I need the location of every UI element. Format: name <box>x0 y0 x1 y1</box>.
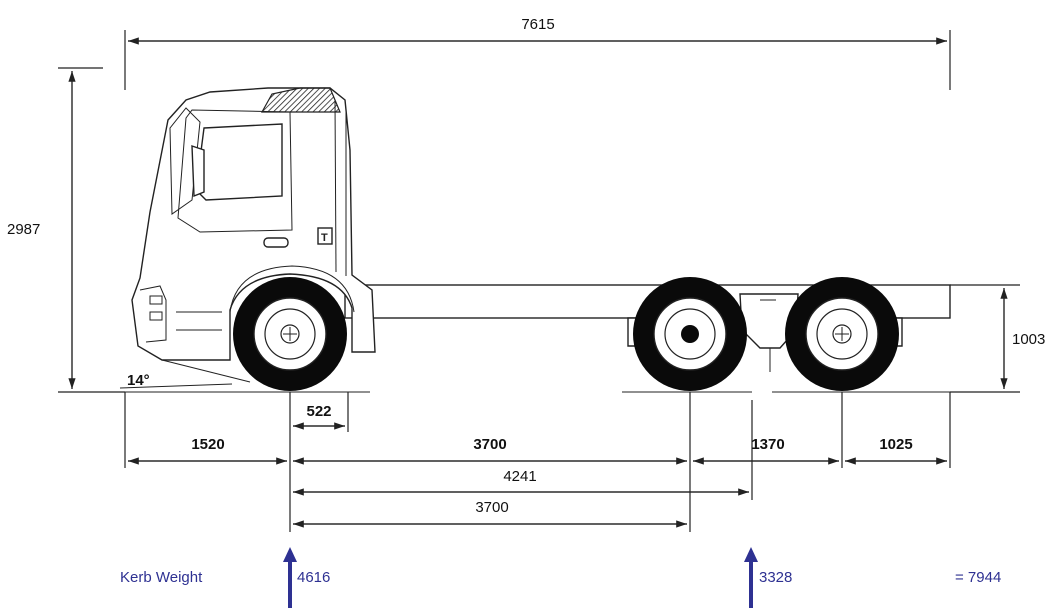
front-axle-weight-arrow-icon <box>283 547 297 608</box>
extension-lines <box>124 392 951 532</box>
roof-deflector <box>260 87 341 113</box>
frame-height-dimension: 1003 <box>950 284 1045 393</box>
t-badge <box>317 227 333 245</box>
overall-length-dimension: 7615 <box>124 16 951 90</box>
rear-wheel-1 <box>633 277 747 391</box>
front-to-first-rear-axle-dimension: 3700 <box>293 499 687 528</box>
front-axle-offset-dimension: 522 <box>293 403 345 430</box>
front-to-bogie-label: 4241 <box>503 468 536 485</box>
front-overhang-label: 1520 <box>191 436 224 453</box>
front-axle-offset-label: 522 <box>306 403 331 420</box>
svg-text:T: T <box>321 232 328 244</box>
kerb-weight-label: Kerb Weight <box>120 569 203 586</box>
overall-length-label: 7615 <box>521 16 554 33</box>
kerb-weight-row: Kerb Weight 4616 3328 = 7944 <box>120 547 1001 608</box>
rear-bogie-weight-arrow-icon <box>744 547 758 608</box>
frame-height-label: 1003 <box>1012 331 1045 348</box>
cab-window <box>195 123 283 201</box>
rear-bogie-weight: 3328 <box>759 569 792 586</box>
front-axle-weight: 4616 <box>297 569 330 586</box>
rear-wheel-2 <box>785 277 899 391</box>
segment-dimensions: 1520 3700 1370 1025 <box>128 436 947 465</box>
approach-angle-label: 14° <box>127 372 150 389</box>
rear-axle-spread-label: 1370 <box>751 436 784 453</box>
overall-height-label: 2987 <box>7 221 40 238</box>
overall-height-dimension: 2987 <box>7 67 125 393</box>
front-to-bogie-dimension: 4241 <box>293 468 749 496</box>
rear-overhang-label: 1025 <box>879 436 912 453</box>
total-weight: = 7944 <box>955 569 1001 586</box>
front-wheel <box>233 277 347 391</box>
front-to-first-rear-axle-label: 3700 <box>475 499 508 516</box>
wheelbase-label: 3700 <box>473 436 506 453</box>
door-handle <box>263 237 289 248</box>
